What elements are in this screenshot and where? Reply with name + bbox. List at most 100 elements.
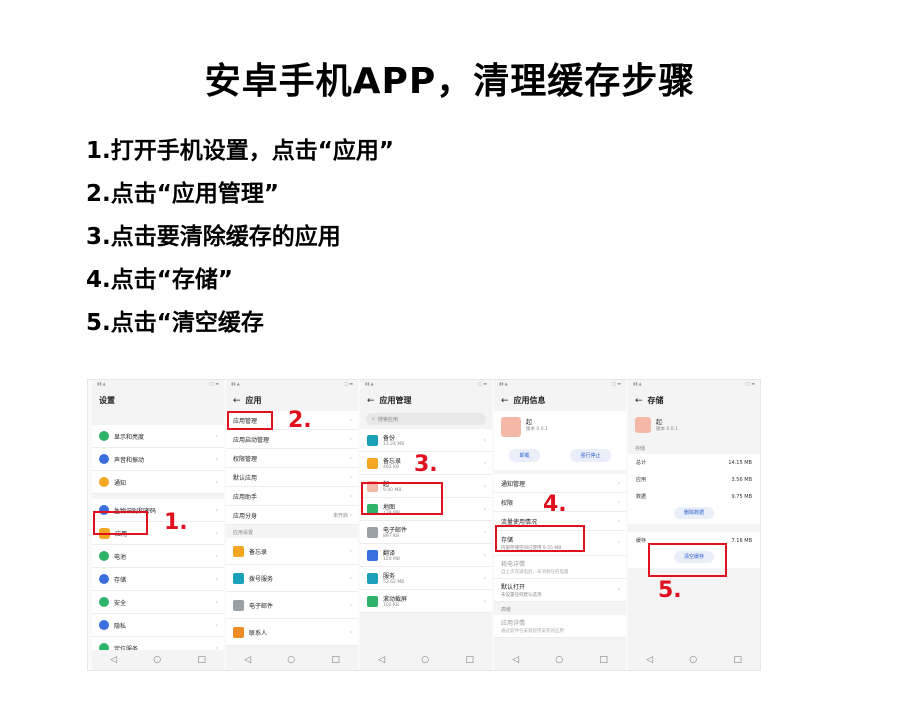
- home-nav-icon[interactable]: ○: [555, 655, 564, 665]
- app-clone-item[interactable]: 应用分身未开启›: [226, 506, 358, 525]
- recents-nav-icon[interactable]: □: [465, 655, 474, 665]
- app-contacts-item[interactable]: 联系人›: [226, 619, 358, 646]
- chevron-right-icon: ›: [349, 492, 352, 500]
- app-dialer-item[interactable]: 拨号服务›: [226, 565, 358, 592]
- nav-bar: ◁ ○ □: [360, 650, 492, 670]
- screen-settings: ▮▮ ▲◯ ▬ 设置 显示和亮度› 声音和振动› 通知› 生物识别和密码› 应用…: [92, 380, 224, 670]
- recents-nav-icon[interactable]: □: [331, 655, 340, 665]
- settings-item-security[interactable]: 安全›: [92, 591, 224, 614]
- default-open-item[interactable]: 默认打开 未设置任何默认选项 ›: [494, 579, 626, 602]
- step-item: 2.点击“应用管理”: [86, 181, 279, 207]
- app-name: 起: [656, 419, 663, 426]
- search-input[interactable]: ⌕搜索应用: [366, 413, 486, 425]
- back-nav-icon[interactable]: ◁: [646, 655, 654, 665]
- app-detail-item[interactable]: 应用详情 通过软件包安装程序安装的应用: [494, 615, 626, 638]
- recents-nav-icon[interactable]: □: [197, 655, 206, 665]
- status-bar: ▮▮ ▲◯ ▬: [499, 381, 621, 386]
- section-label: 存储: [635, 446, 646, 452]
- settings-item-privacy[interactable]: 隐私›: [92, 614, 224, 637]
- chevron-right-icon: ›: [483, 574, 486, 582]
- notification-manage-item[interactable]: 通知管理›: [494, 474, 626, 493]
- chevron-right-icon: ›: [215, 598, 218, 606]
- permission-item[interactable]: 权限›: [494, 493, 626, 512]
- app-launch-item[interactable]: 应用启动管理›: [226, 430, 358, 449]
- app-header: 起 版本 0.0.1: [494, 411, 626, 445]
- settings-item-notify[interactable]: 通知›: [92, 471, 224, 494]
- step-marker-4: 4.: [543, 492, 567, 517]
- recents-nav-icon[interactable]: □: [733, 655, 742, 665]
- back-nav-icon[interactable]: ◁: [378, 655, 386, 665]
- chevron-right-icon: ›: [483, 597, 486, 605]
- uninstall-button[interactable]: 卸载: [509, 449, 540, 462]
- bell-icon: [99, 477, 109, 487]
- settings-item-display[interactable]: 显示和亮度›: [92, 425, 224, 448]
- app-icon: [367, 503, 378, 515]
- chevron-right-icon: ›: [483, 528, 486, 536]
- recents-nav-icon[interactable]: □: [599, 655, 608, 665]
- search-icon: ⌕: [372, 416, 375, 422]
- battery-detail-item[interactable]: 耗电详情 自上次充满电后，未消耗任何电量: [494, 556, 626, 579]
- back-arrow-icon[interactable]: ←: [501, 395, 509, 406]
- permission-item[interactable]: 权限管理›: [226, 449, 358, 468]
- default-apps-item[interactable]: 默认应用›: [226, 468, 358, 487]
- settings-item-sound[interactable]: 声音和振动›: [92, 448, 224, 471]
- app-assistant-item[interactable]: 应用助手›: [226, 487, 358, 506]
- storage-icon: [99, 574, 109, 584]
- highlight-box-app-manage: [227, 411, 273, 430]
- chevron-right-icon: ›: [349, 454, 352, 462]
- settings-item-battery[interactable]: 电池›: [92, 545, 224, 568]
- back-nav-icon[interactable]: ◁: [110, 655, 118, 665]
- delete-data-button[interactable]: 删除数据: [673, 507, 714, 519]
- back-arrow-icon[interactable]: ←: [635, 395, 643, 406]
- screen-apps: ▮▮ ▲◯ ▬ ←应用 应用管理› 应用启动管理› 权限管理› 默认应用› 应用…: [226, 380, 358, 670]
- back-nav-icon[interactable]: ◁: [244, 655, 252, 665]
- battery-icon: [99, 551, 109, 561]
- screen-title: 应用: [245, 396, 262, 405]
- app-icon: [635, 417, 651, 433]
- clear-cache-button[interactable]: 清空缓存: [673, 551, 714, 563]
- home-nav-icon[interactable]: ○: [287, 655, 296, 665]
- chevron-right-icon: ›: [215, 621, 218, 629]
- back-arrow-icon[interactable]: ←: [367, 395, 375, 406]
- app-memo-item[interactable]: 备忘录›: [226, 538, 358, 565]
- home-nav-icon[interactable]: ○: [689, 655, 698, 665]
- app-size: 9.40 MB: [383, 488, 402, 493]
- app-manage-item[interactable]: 应用管理›: [226, 411, 358, 430]
- step-marker-1: 1.: [164, 510, 188, 535]
- nav-bar: ◁ ○ □: [226, 650, 358, 670]
- chevron-right-icon: ›: [617, 517, 620, 525]
- force-stop-button[interactable]: 强行停止: [570, 449, 611, 462]
- app-icon: [501, 417, 521, 437]
- nav-bar: ◁ ○ □: [628, 650, 760, 670]
- screenshot-strip: ▮▮ ▲◯ ▬ 设置 显示和亮度› 声音和振动› 通知› 生物识别和密码› 应用…: [87, 379, 761, 671]
- status-bar: ▮▮ ▲◯ ▬: [97, 381, 219, 386]
- app-name: 地图: [383, 504, 396, 511]
- chevron-right-icon: ›: [349, 628, 352, 636]
- location-icon: [99, 643, 109, 653]
- step-marker-2: 2.: [288, 408, 312, 433]
- screen-app-info: ▮▮ ▲◯ ▬ ←应用信息 起 版本 0.0.1 卸载 强行停止 通知管理› 权…: [494, 380, 626, 670]
- step-item: 3.点击要清除缓存的应用: [86, 224, 341, 250]
- step-marker-3: 3.: [414, 452, 438, 477]
- app-name: 服务: [383, 573, 396, 580]
- back-arrow-icon[interactable]: ←: [233, 395, 241, 406]
- settings-item-storage[interactable]: 存储›: [92, 568, 224, 591]
- home-nav-icon[interactable]: ○: [421, 655, 430, 665]
- back-nav-icon[interactable]: ◁: [512, 655, 520, 665]
- page-title: 安卓手机APP，清理缓存步骤: [204, 61, 696, 102]
- app-name: 电子邮件: [383, 527, 408, 534]
- home-nav-icon[interactable]: ○: [153, 655, 162, 665]
- app-email-item[interactable]: 电子邮件›: [226, 592, 358, 619]
- key-icon: [99, 505, 109, 515]
- step-item: 1.打开手机设置，点击“应用”: [86, 138, 394, 164]
